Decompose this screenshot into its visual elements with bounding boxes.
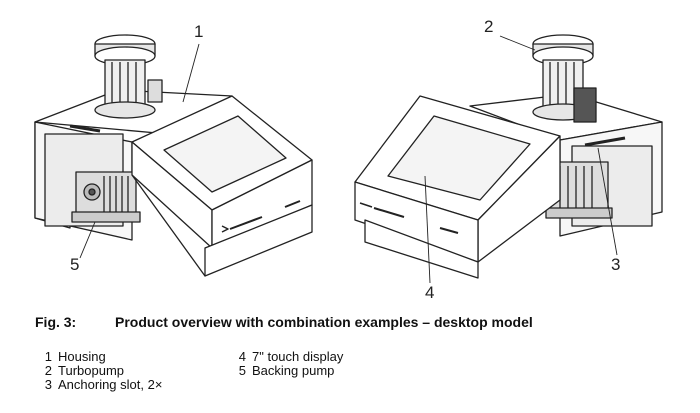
legend-number: 2 [44, 363, 52, 378]
legend-item: 3 Anchoring slot, 2× [35, 377, 163, 392]
legend-number: 3 [44, 377, 52, 392]
legend-label: Anchoring slot, 2× [58, 377, 163, 392]
legend-label: Housing [58, 349, 106, 364]
callout-4: 4 [425, 283, 435, 302]
figure-number: Fig. 3: [35, 314, 77, 330]
callout-2: 2 [484, 17, 494, 36]
product-overview-illustration [34, 34, 663, 284]
legend-number: 5 [238, 363, 246, 378]
legend-label: Turbopump [58, 363, 124, 378]
legend-item: 2 Turbopump [35, 363, 124, 378]
right-unit-drawing [354, 34, 663, 284]
legend-item: 4 7" touch display [229, 349, 344, 364]
callout-1: 1 [194, 22, 204, 41]
figure-caption: Fig. 3: Product overview with combination… [35, 314, 533, 330]
legend-number: 4 [238, 349, 246, 364]
callout-5: 5 [70, 255, 80, 274]
legend-label: Backing pump [252, 363, 335, 378]
legend-number: 1 [44, 349, 52, 364]
legend-item: 5 Backing pump [229, 363, 335, 378]
left-unit-drawing [34, 34, 313, 277]
figure-title: Product overview with combination exampl… [115, 314, 533, 330]
callout-3: 3 [611, 255, 621, 274]
legend-item: 1 Housing [35, 349, 106, 364]
legend-label: 7" touch display [252, 349, 344, 364]
